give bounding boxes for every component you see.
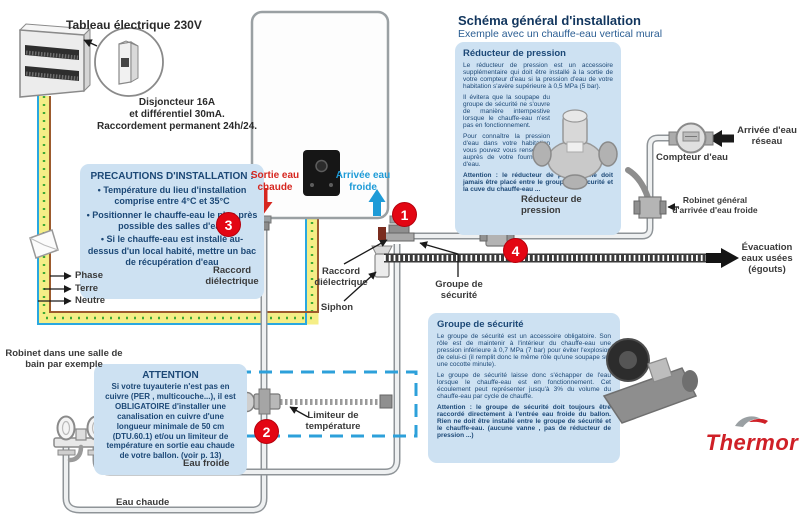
security-group-info-p2: Le groupe de sécurité laisse donc s'écha… [437, 372, 611, 400]
water-meter [668, 122, 714, 154]
cable-junction-box [29, 229, 59, 259]
temperature-limiter [238, 388, 393, 415]
attention-box: ATTENTION Si votre tuyauterie n'est pas … [94, 364, 247, 475]
security-group-info-p3: Attention : le groupe de sécurité doit t… [437, 404, 611, 439]
network-inlet-label: Arrivée d'eau réseau [737, 125, 797, 147]
pressure-reducer-info-title: Réducteur de pression [463, 48, 566, 59]
siphon-label: Siphon [320, 302, 354, 313]
step-marker-3: 3 [216, 212, 241, 237]
pressure-reducer-info-p1: Le réducteur de pression est un accessoi… [463, 62, 613, 90]
network-inlet-arrow [708, 130, 734, 147]
attention-body: Si votre tuyauterie n'est pas en cuivre … [105, 382, 236, 461]
security-group-info-title: Groupe de sécurité [437, 319, 524, 330]
pressure-reducer-info-p2: Il évitera que la soupape du groupe de s… [463, 94, 550, 129]
wire-label-phase: Phase [75, 270, 103, 281]
temperature-limiter-label: Limiteur de température [305, 410, 361, 432]
thermor-logo: Thermor [705, 430, 799, 455]
breaker-note: Disjoncteur 16A et différentiel 30mA. Ra… [86, 97, 268, 134]
cold-water-line-label: Eau froide [183, 458, 230, 469]
cold-inlet-label: Arrivée eau froide [335, 170, 391, 193]
evacuation-pipe [384, 248, 739, 268]
step-marker-2: 2 [254, 419, 279, 444]
pressure-reducer-info-p3: Pour connaître la pression d'eau dans vo… [463, 133, 550, 168]
security-group-photo [602, 338, 698, 424]
wire-label-neutral: Neutre [75, 295, 106, 306]
thermor-bird-icon [735, 416, 768, 427]
pressure-reducer-photo [532, 109, 618, 190]
safety-group-label: Groupe de sécurité [435, 279, 483, 301]
electric-cable [29, 96, 319, 325]
precautions-title: PRECAUTIONS D'INSTALLATION : [90, 171, 254, 182]
wire-label-earth: Terre [75, 283, 99, 294]
precautions-item: • Température du lieu d'installation com… [97, 185, 247, 207]
stop-valve-label: Robinet général d'arrivée d'eau froide [672, 195, 758, 215]
stop-valve [625, 167, 667, 219]
breaker-note-line2: et différentiel 30mA. [129, 109, 225, 121]
step-marker-1: 1 [392, 202, 417, 227]
hot-water-line-label: Eau chaude [116, 497, 170, 508]
water-meter-label: Compteur d'eau [656, 152, 728, 163]
step-marker-4: 4 [503, 238, 528, 263]
bathroom-tap-label: Robinet dans une salle de bain par exemp… [5, 348, 123, 370]
breaker-note-line3: Raccordement permanent 24h/24. [96, 121, 258, 133]
safety-group-assembly [371, 224, 415, 278]
breaker-note-line1: Disjoncteur 16A [138, 97, 216, 108]
evacuation-arrow [721, 248, 739, 268]
security-group-info-p1: Le groupe de sécurité est un accessoire … [437, 333, 611, 368]
electrical-panel-title: Tableau électrique 230V [66, 18, 202, 32]
electrical-panel-drawing [18, 23, 164, 98]
attention-title: ATTENTION [142, 370, 199, 381]
page-title: Schéma général d'installation [458, 13, 641, 28]
pressure-reducer-label: Réducteur de pression [521, 194, 582, 216]
pressure-reducer-info-box: Réducteur de pression Le réducteur de pr… [455, 42, 621, 235]
dielectric-union-left-label: Raccord diélectrique [205, 265, 259, 287]
hot-outlet-label: Sortie eau chaude [250, 170, 300, 193]
pressure-reducer-info-p4: Attention : le réducteur de pression ne … [463, 172, 613, 193]
precautions-item: • Positionner le chauffe-eau le plus prè… [86, 209, 258, 231]
dielectric-union-right-label: Raccord diélectrique [314, 266, 368, 288]
precautions-item: • Si le chauffe-eau est installé au-dess… [87, 234, 257, 267]
security-group-info-box: Groupe de sécurité Le groupe de sécurité… [428, 313, 620, 463]
page-subtitle: Exemple avec un chauffe-eau vertical mur… [458, 28, 663, 40]
evacuation-label: Évacuation eaux usées (égouts) [741, 242, 793, 275]
cold-up-arrow [368, 189, 386, 202]
